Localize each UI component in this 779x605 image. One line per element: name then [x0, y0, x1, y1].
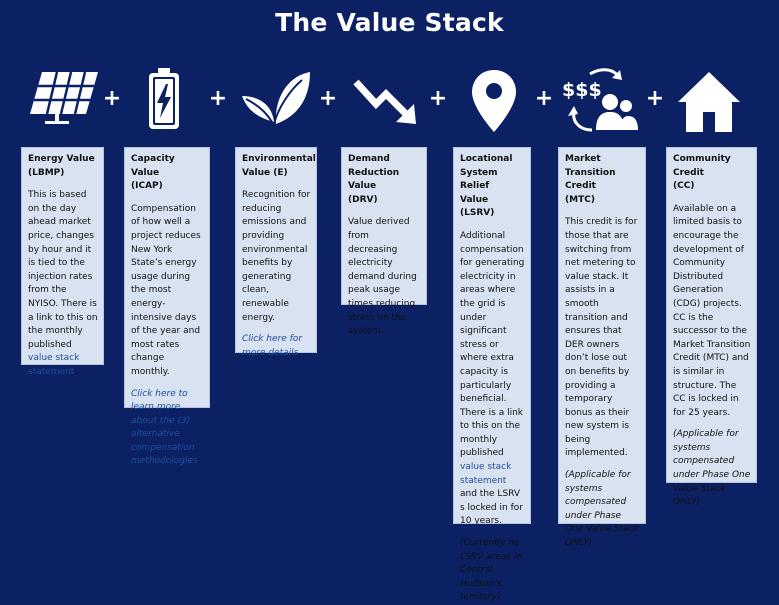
card-environmental-value: Environmental Value (E) Recognition for …: [235, 147, 317, 358]
card-heading: Energy Value (LBMP): [28, 154, 95, 178]
plus-sign: +: [645, 86, 665, 111]
plus-sign: +: [428, 86, 448, 111]
card-heading: Capacity Value (ICAP): [131, 154, 175, 192]
money-exchange-people-icon: $$$: [560, 66, 640, 138]
value-stack-statement-link[interactable]: value stack statement: [28, 353, 80, 377]
card-heading: Environmental Value (E): [242, 154, 316, 178]
card-heading: Locational System Relief Value (LSRV): [460, 154, 513, 219]
card-heading: Community Credit (CC): [673, 154, 731, 192]
environmental-details-link[interactable]: Click here for more details: [242, 334, 303, 358]
battery-charging-icon: [147, 68, 181, 134]
plus-sign: +: [534, 86, 554, 111]
value-stack-statement-link[interactable]: value stack statement: [460, 462, 512, 486]
leaf-icon: [240, 68, 312, 130]
card-market-transition-credit: Market Transition Credit (MTC) This cred…: [558, 147, 646, 548]
card-body: Value derived from decreasing electricit…: [348, 217, 417, 337]
card-heading: Market Transition Credit (MTC): [565, 154, 616, 205]
card-body: Recognition for reducing emissions and p…: [242, 190, 311, 323]
house-icon: [676, 70, 742, 138]
alternative-compensation-link[interactable]: Click here to learn more about the (3) a…: [131, 388, 198, 467]
card-body: Compensation of how well a project reduc…: [131, 203, 201, 377]
card-demand-reduction-value: Demand Reduction Value (DRV) Value deriv…: [341, 147, 427, 336]
location-pin-icon: [470, 68, 518, 138]
card-energy-value: Energy Value (LBMP) This is based on the…: [21, 147, 104, 377]
card-note: (Applicable for systems compensated unde…: [565, 470, 639, 549]
card-body: Additional compensation for generating e…: [460, 230, 525, 527]
card-community-credit: Community Credit (CC) Available on a lim…: [666, 147, 757, 507]
card-heading: Demand Reduction Value (DRV): [348, 154, 400, 205]
solar-panel-icon: [28, 68, 100, 132]
plus-sign: +: [208, 86, 228, 111]
card-capacity-value: Capacity Value (ICAP) Compensation of ho…: [124, 147, 210, 466]
page-title: The Value Stack: [275, 8, 504, 37]
card-locational-system-relief-value: Locational System Relief Value (LSRV) Ad…: [453, 147, 531, 602]
svg-text:$$$: $$$: [562, 79, 602, 101]
card-body: Available on a limited basis to encourag…: [673, 203, 751, 418]
plus-sign: +: [102, 86, 122, 111]
plus-sign: +: [318, 86, 338, 111]
card-body: This is based on the day ahead market pr…: [28, 190, 98, 377]
downward-trend-arrow-icon: [352, 74, 420, 130]
card-note: (Applicable for systems compensated unde…: [673, 429, 751, 508]
card-note: (Currently no LSRV areas in Central Huds…: [460, 538, 523, 603]
card-body: This credit is for those that are switch…: [565, 217, 638, 459]
